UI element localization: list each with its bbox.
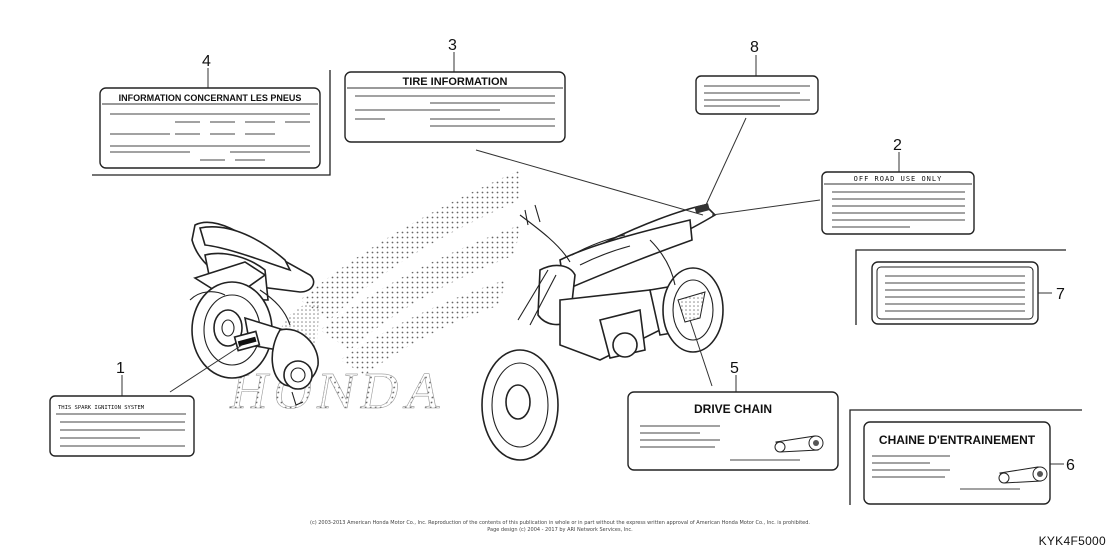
label-4-title: INFORMATION CONCERNANT LES PNEUS — [119, 93, 302, 103]
label-5-title: DRIVE CHAIN — [694, 402, 772, 416]
callout-number-4: 4 — [202, 53, 211, 70]
callout-number-5: 5 — [730, 360, 739, 377]
label-6-chaine-entrainement: 6 CHAINE D'ENTRAINEMENT — [863, 421, 1075, 505]
honda-brand-text: HONDA — [226, 362, 454, 420]
motorcycle-front-view — [481, 203, 724, 461]
label-5-drive-chain: 5 DRIVE CHAIN — [627, 360, 839, 471]
callout-number-8: 8 — [750, 39, 759, 56]
label-3-title: TIRE INFORMATION — [403, 76, 508, 88]
motorcycle-left-view — [189, 221, 319, 406]
diagram-code: KYK4F5000 — [1038, 534, 1106, 548]
callout-number-7: 7 — [1056, 286, 1065, 303]
chain-sprocket-icon — [774, 435, 824, 453]
callout-number-2: 2 — [893, 137, 902, 154]
honda-wing-logo: HONDA — [226, 170, 520, 420]
label-1-spark-ignition: 1 THIS SPARK IGNITION SYSTEM — [49, 360, 195, 457]
bracket-frames — [92, 70, 1082, 505]
label-2-title: OFF ROAD USE ONLY — [854, 175, 943, 183]
label-8: 8 — [695, 39, 819, 115]
label-3-tire-info: 3 TIRE INFORMATION — [344, 37, 566, 143]
label-2-off-road: 2 OFF ROAD USE ONLY — [821, 137, 975, 235]
label-4-tire-info-french: 4 INFORMATION CONCERNANT LES PNEUS — [99, 53, 321, 169]
callout-number-3: 3 — [448, 37, 457, 54]
label-1-title: THIS SPARK IGNITION SYSTEM — [58, 405, 145, 411]
chain-sprocket-icon — [998, 466, 1048, 484]
copyright-line-1: (c) 2003-2013 American Honda Motor Co., … — [310, 520, 810, 526]
label-6-title: CHAINE D'ENTRAINEMENT — [879, 433, 1036, 447]
callout-number-6: 6 — [1066, 457, 1075, 474]
copyright-notice: (c) 2003-2013 American Honda Motor Co., … — [250, 520, 870, 534]
copyright-line-2: Page design (c) 2004 - 2017 by ARI Netwo… — [487, 527, 633, 533]
leader-lines — [121, 52, 1064, 465]
label-7: 7 — [871, 261, 1065, 325]
callout-number-1: 1 — [116, 360, 125, 377]
